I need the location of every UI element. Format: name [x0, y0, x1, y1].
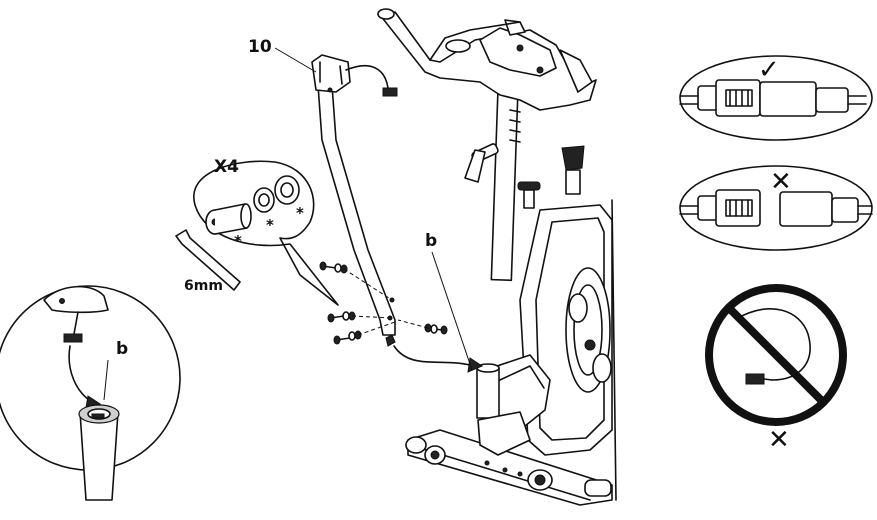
bolt-3 — [333, 330, 362, 345]
point-label-b-detail: b — [116, 339, 128, 359]
connector-wrong-panel — [679, 165, 873, 251]
bolt-2 — [327, 311, 356, 323]
cross-mark-connector-icon: ✕ — [770, 167, 792, 197]
star-bolt: * — [234, 232, 242, 250]
star-washer-2: * — [296, 204, 304, 222]
connector-correct-panel — [679, 55, 873, 141]
hardware-callout: * * * — [193, 160, 339, 306]
hardware-quantity: X4 — [214, 157, 239, 177]
handlebar — [377, 8, 597, 111]
bolt-1 — [319, 261, 348, 274]
part-label-10: 10 — [248, 37, 272, 57]
base-stabilizer — [405, 429, 613, 506]
star-washer-1: * — [266, 216, 274, 234]
bolt-hardware — [205, 203, 252, 235]
flat-washer — [274, 175, 300, 205]
bike-frame — [377, 8, 617, 506]
point-label-b-main: b — [425, 231, 437, 251]
seat-post — [490, 68, 520, 282]
insert-arrow — [393, 345, 471, 366]
receiver-tube-b — [476, 363, 500, 419]
cross-mark-cable-icon: ✕ — [768, 425, 790, 455]
prohibition-slash — [725, 304, 827, 406]
resistance-knob — [561, 145, 585, 195]
lock-washer — [253, 187, 275, 213]
allen-wrench — [175, 229, 241, 291]
upright-tube-10 — [311, 54, 398, 347]
check-mark-icon: ✓ — [758, 55, 780, 85]
wrench-size-label: 6mm — [184, 278, 223, 294]
seat-post-knob — [464, 143, 499, 183]
bolt-4 — [424, 323, 448, 335]
prohibited-cable-panel — [705, 284, 847, 426]
detail-callout-cable — [0, 285, 181, 501]
